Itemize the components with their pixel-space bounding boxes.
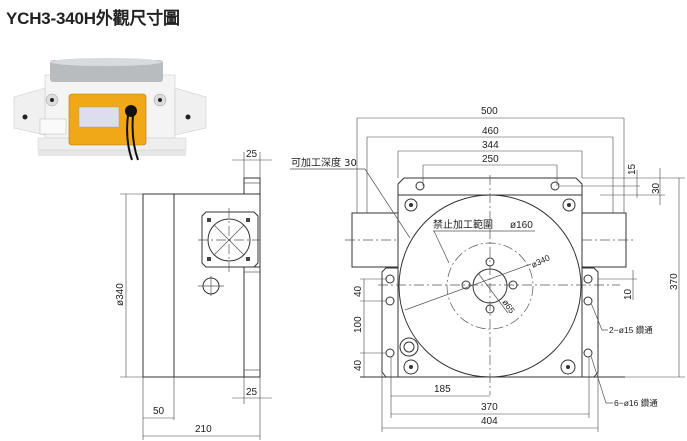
dim-404: 404 — [481, 416, 498, 427]
dim-30: 30 — [651, 182, 662, 194]
dim-phi340: ø340 — [530, 252, 552, 269]
dim-side-diameter: ø340 — [115, 283, 126, 306]
dim-250: 250 — [482, 154, 499, 165]
dim-500: 500 — [481, 106, 498, 117]
rotary-table-top — [50, 60, 163, 82]
note-machinable-depth: 可加工深度 30 — [291, 156, 357, 169]
dim-side-50: 50 — [153, 406, 165, 417]
mounting-holes — [385, 181, 593, 375]
note-6-holes: 6−ø16 鑽通 — [614, 398, 658, 408]
dim-370-height: 370 — [669, 273, 680, 290]
dim-40-bottom: 40 — [353, 359, 364, 371]
note-forbidden-area: 禁止加工範圍 — [433, 218, 493, 231]
dim-side-210: 210 — [195, 424, 212, 435]
dim-460: 460 — [482, 126, 499, 137]
product-photo — [13, 58, 207, 161]
front-view: ø340 ø65 500 460 344 250 15 30 370 10 40… — [290, 106, 685, 432]
note-2-holes: 2−ø15 鑽通 — [609, 325, 653, 335]
dim-15: 15 — [627, 163, 638, 175]
dim-100: 100 — [353, 316, 364, 333]
dim-344: 344 — [482, 140, 499, 151]
dim-phi65: ø65 — [500, 297, 517, 315]
page-title: YCH3-340H外觀尺寸圖 — [6, 9, 180, 28]
dim-185: 185 — [434, 384, 451, 395]
dim-10: 10 — [623, 288, 634, 300]
side-view: 25 25 ø340 50 210 — [115, 149, 272, 440]
dim-side-25-bottom: 25 — [246, 387, 258, 398]
dim-40-top: 40 — [353, 285, 364, 297]
dim-side-25-top: 25 — [246, 149, 258, 160]
dim-370-width: 370 — [481, 402, 498, 413]
note-forbidden-diameter: ø160 — [510, 220, 533, 231]
